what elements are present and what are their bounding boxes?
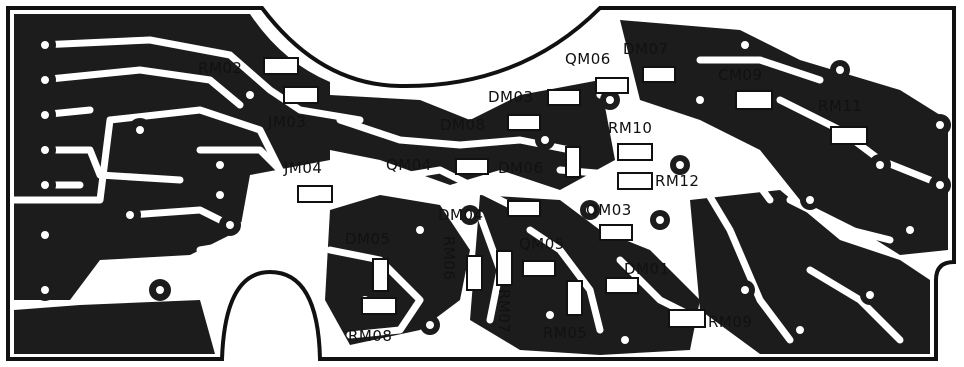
label-dm05: DM05 <box>345 230 391 248</box>
footprint-dm01 <box>605 277 639 294</box>
label-qm03: QM03 <box>586 201 632 219</box>
label-rm09: RM09 <box>708 313 753 331</box>
label-rm06: RM06 <box>440 236 458 281</box>
footprint-rm12 <box>617 172 653 190</box>
label-jm03: JM03 <box>268 113 307 131</box>
footprint-rm06 <box>466 255 483 291</box>
label-rm12: RM12 <box>655 172 700 190</box>
footprint-dm08 <box>507 114 541 131</box>
label-dm04: DM04 <box>438 206 484 224</box>
label-rm02: RM02 <box>198 59 243 77</box>
footprint-jm04 <box>297 185 333 203</box>
footprint-rm09 <box>668 309 706 328</box>
footprint-dm04 <box>507 200 541 217</box>
label-rm11: RM11 <box>818 97 863 115</box>
footprint-qm05 <box>522 260 556 277</box>
footprint-rm11 <box>830 126 868 145</box>
footprint-cm09 <box>735 90 773 110</box>
label-dm07: DM07 <box>623 40 669 58</box>
footprint-rm05 <box>566 280 583 316</box>
footprint-rm07 <box>496 250 513 286</box>
label-dm01: DM01 <box>624 260 670 278</box>
footprint-dm06 <box>565 146 581 178</box>
footprint-rm02 <box>263 57 299 75</box>
label-rm08: RM08 <box>348 327 393 345</box>
footprint-dm05 <box>372 258 389 292</box>
label-rm10: RM10 <box>608 119 653 137</box>
label-qm04: QM04 <box>386 156 432 174</box>
footprint-rm10 <box>617 143 653 161</box>
label-rm07: RM07 <box>495 289 513 334</box>
label-rm05: RM05 <box>543 324 588 342</box>
label-cm09: CM09 <box>718 66 763 84</box>
label-qm05: QM05 <box>519 235 565 253</box>
footprint-rm08 <box>361 297 397 315</box>
label-qm06: QM06 <box>565 50 611 68</box>
footprint-qm03 <box>599 224 633 241</box>
footprint-qm06 <box>595 77 629 94</box>
footprint-dm07 <box>642 66 676 83</box>
footprint-qm04 <box>455 158 489 175</box>
footprint-dm03 <box>547 89 581 106</box>
footprint-jm03 <box>283 86 319 104</box>
label-jm04: JM04 <box>284 159 323 177</box>
label-dm03: DM03 <box>488 88 534 106</box>
label-dm06: DM06 <box>498 159 544 177</box>
label-dm08: DM08 <box>440 116 486 134</box>
traces <box>10 36 934 344</box>
